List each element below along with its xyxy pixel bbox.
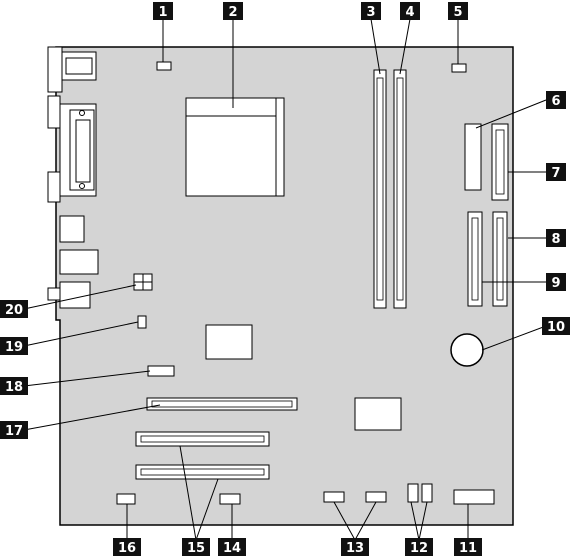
power-connector [465, 124, 481, 190]
header-12a [408, 484, 418, 502]
top-right-header [452, 64, 466, 72]
callout-19: 19 [0, 337, 28, 355]
header-16 [117, 494, 135, 504]
power-header-20 [134, 274, 152, 290]
processor-socket [186, 98, 284, 196]
top-fan-header [157, 62, 171, 70]
svg-text:16: 16 [118, 541, 136, 556]
header-13b [366, 492, 386, 502]
callout-9: 9 [546, 273, 566, 291]
svg-text:7: 7 [551, 166, 560, 181]
svg-text:20: 20 [5, 303, 23, 318]
callout-6: 6 [546, 91, 566, 109]
expansion-slot-15a [136, 432, 269, 446]
svg-text:2: 2 [228, 5, 237, 20]
expansion-slot-17 [147, 398, 297, 410]
callout-7: 7 [546, 163, 566, 181]
front-panel-header [454, 490, 494, 504]
callout-8: 8 [546, 229, 566, 247]
callout-13: 13 [341, 538, 369, 556]
header-18 [148, 366, 174, 376]
chipset-north [206, 325, 252, 359]
svg-text:12: 12 [410, 541, 428, 556]
callout-3: 3 [361, 2, 381, 20]
callout-1: 1 [153, 2, 173, 20]
callout-20: 20 [0, 300, 28, 318]
svg-text:18: 18 [5, 380, 23, 395]
svg-text:14: 14 [223, 541, 241, 556]
svg-text:15: 15 [187, 541, 205, 556]
svg-text:5: 5 [453, 5, 462, 20]
callout-2: 2 [223, 2, 243, 20]
header-12b [422, 484, 432, 502]
svg-text:6: 6 [551, 94, 560, 109]
callout-5: 5 [448, 2, 468, 20]
svg-text:17: 17 [5, 424, 23, 439]
battery [451, 334, 483, 366]
header-19 [138, 316, 146, 328]
header-13a [324, 492, 344, 502]
callout-17: 17 [0, 421, 28, 439]
svg-text:4: 4 [405, 5, 414, 20]
svg-text:9: 9 [551, 276, 560, 291]
chipset-south [355, 398, 401, 430]
svg-text:10: 10 [547, 320, 565, 335]
header-14 [220, 494, 240, 504]
callout-14: 14 [218, 538, 246, 556]
callout-12: 12 [405, 538, 433, 556]
callout-4: 4 [400, 2, 420, 20]
svg-text:11: 11 [459, 541, 477, 556]
expansion-slot-15b [136, 465, 269, 479]
callout-10: 10 [542, 317, 570, 335]
svg-text:8: 8 [551, 232, 560, 247]
callout-11: 11 [454, 538, 482, 556]
callout-18: 18 [0, 377, 28, 395]
svg-text:19: 19 [5, 340, 23, 355]
callout-15: 15 [182, 538, 210, 556]
callout-16: 16 [113, 538, 141, 556]
svg-text:1: 1 [158, 5, 167, 20]
svg-text:3: 3 [366, 5, 375, 20]
svg-text:13: 13 [346, 541, 364, 556]
